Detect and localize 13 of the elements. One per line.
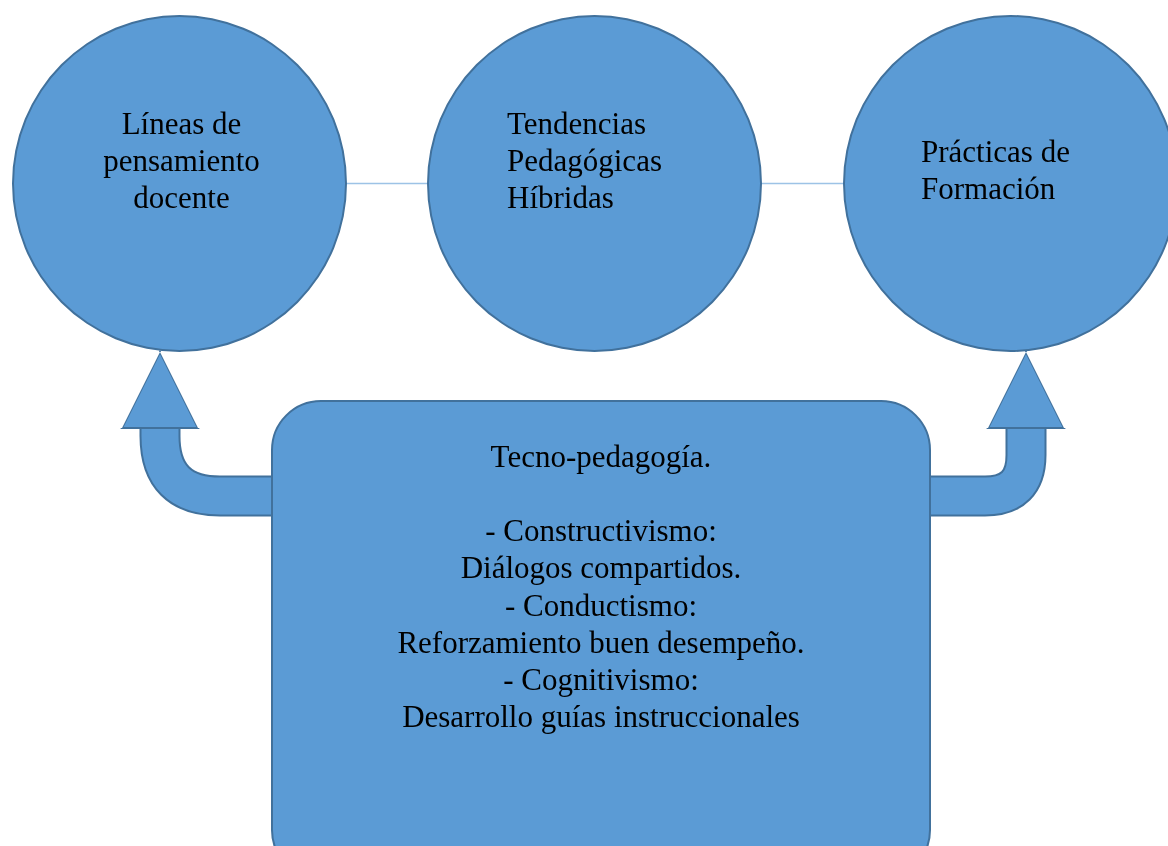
node-label: - Constructivismo: xyxy=(485,512,717,550)
connector-line xyxy=(346,182,428,185)
rounded-box xyxy=(271,400,931,846)
node-label: - Cognitivismo: xyxy=(503,660,699,699)
node-label: Prácticas de Formación xyxy=(921,133,1071,208)
node-label: Reforzamiento buen desempeño. xyxy=(397,623,805,661)
node-label: Diálogos compartidos. xyxy=(460,549,742,587)
node-label: Líneas de pensamiento docente xyxy=(102,105,261,217)
node-label: - Conductismo: xyxy=(505,586,697,624)
connector-line xyxy=(761,182,844,185)
node-label: Tendencias Pedagógicas Híbridas xyxy=(507,105,663,217)
box-heading: Tecno-pedagogía. xyxy=(490,438,712,476)
node-label: Desarrollo guías instruccionales xyxy=(402,698,800,736)
